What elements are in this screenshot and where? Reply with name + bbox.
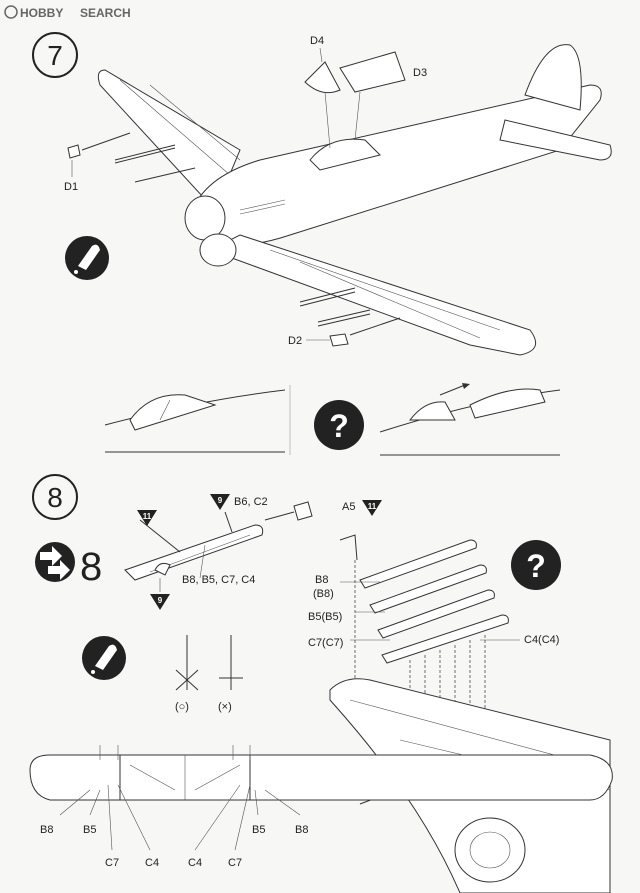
- watermark-logo: HOBBY: [20, 6, 63, 20]
- mirror-step-number: 8: [80, 545, 102, 589]
- rockets-exploded: [340, 539, 520, 664]
- label-d3: D3: [413, 67, 427, 79]
- svg-text:9: 9: [218, 496, 223, 505]
- label-b8: B8: [315, 574, 328, 586]
- svg-text:9: 9: [158, 596, 163, 605]
- glue-icon: [82, 636, 126, 680]
- badge-11-right: 11: [362, 500, 382, 516]
- step8-number: 8: [32, 474, 78, 520]
- label-b5-right: B5: [252, 824, 265, 836]
- rocket-assembly: [124, 501, 313, 592]
- label-c4-right: C4: [188, 857, 202, 869]
- label-c4-left: C4: [145, 857, 159, 869]
- part-d4: [304, 61, 341, 94]
- svg-text:11: 11: [143, 512, 152, 521]
- label-b8-left: B8: [40, 824, 53, 836]
- wing-planform-bottom: [29, 745, 613, 801]
- label-b8b5c7c4: B8, B5, C7, C4: [182, 574, 255, 586]
- watermark: HOBBY SEARCH: [4, 5, 131, 20]
- svg-text:?: ?: [329, 408, 349, 444]
- aircraft-step7: [97, 44, 612, 356]
- step7-number: 7: [32, 32, 78, 78]
- question-icon: ?: [314, 400, 364, 450]
- label-b6c2: B6, C2: [234, 496, 268, 508]
- label-b5-left: B5: [83, 824, 96, 836]
- badge-11-left: 11: [137, 510, 157, 526]
- cement-icon: [65, 236, 109, 280]
- label-d2: D2: [288, 335, 302, 347]
- question-icon-step8: ?: [511, 540, 561, 590]
- label-d1: D1: [64, 181, 78, 193]
- part-d1: [67, 144, 81, 159]
- bottom-leaders: [59, 784, 301, 851]
- label-b8-paren: (B8): [313, 588, 334, 600]
- label-c4c4: C4(C4): [524, 634, 559, 646]
- label-b8-right: B8: [295, 824, 308, 836]
- svg-text:7: 7: [47, 40, 63, 71]
- rocket-tail-part: [293, 501, 313, 521]
- svg-text:?: ?: [526, 548, 546, 584]
- part-d3: [339, 51, 406, 93]
- watermark-text: SEARCH: [80, 6, 131, 20]
- mirror-arrows-icon: [35, 542, 75, 582]
- badge-9-bottom: 9: [150, 594, 170, 610]
- part-a5: [339, 534, 358, 561]
- label-a5: A5: [342, 501, 355, 513]
- label-c7c7: C7(C7): [308, 637, 343, 649]
- svg-text:8: 8: [47, 482, 63, 513]
- canopy-open-view: [379, 383, 561, 456]
- label-ok: (○): [175, 701, 189, 713]
- svg-text:11: 11: [368, 502, 377, 511]
- label-c7-right: C7: [228, 857, 242, 869]
- orientation-ok-ng: (○) (×): [175, 635, 243, 713]
- badge-9-top: 9: [210, 494, 230, 510]
- canopy-closed-view: [104, 389, 286, 453]
- label-c7-left: C7: [105, 857, 119, 869]
- part-d2: [329, 333, 349, 347]
- label-d4: D4: [310, 35, 324, 47]
- label-b5b5: B5(B5): [308, 611, 342, 623]
- label-ng: (×): [218, 701, 232, 713]
